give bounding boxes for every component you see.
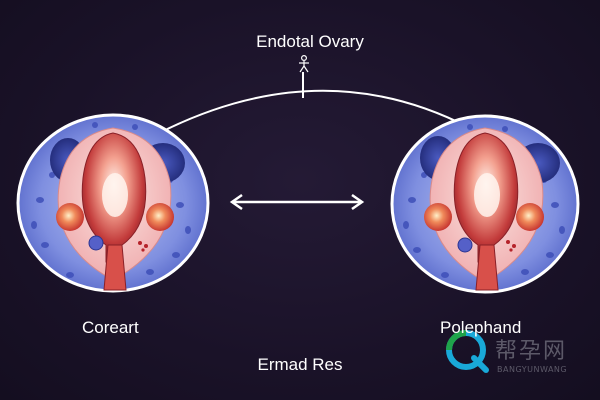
watermark-latin-text: BANGYUNWANG (497, 365, 568, 374)
watermark-chinese-text: 帮孕网 (495, 339, 568, 364)
left-caption: Coreart (82, 318, 139, 337)
left-cross-section (16, 113, 210, 293)
right-caption: Polephand (440, 318, 522, 337)
diagram-title: Endotal Ovary (256, 32, 364, 51)
watermark-logo-icon (446, 330, 489, 373)
bottom-caption: Ermad Res (257, 355, 343, 374)
person-icon (299, 55, 309, 73)
right-cross-section (390, 114, 580, 294)
double-arrow (229, 193, 365, 211)
